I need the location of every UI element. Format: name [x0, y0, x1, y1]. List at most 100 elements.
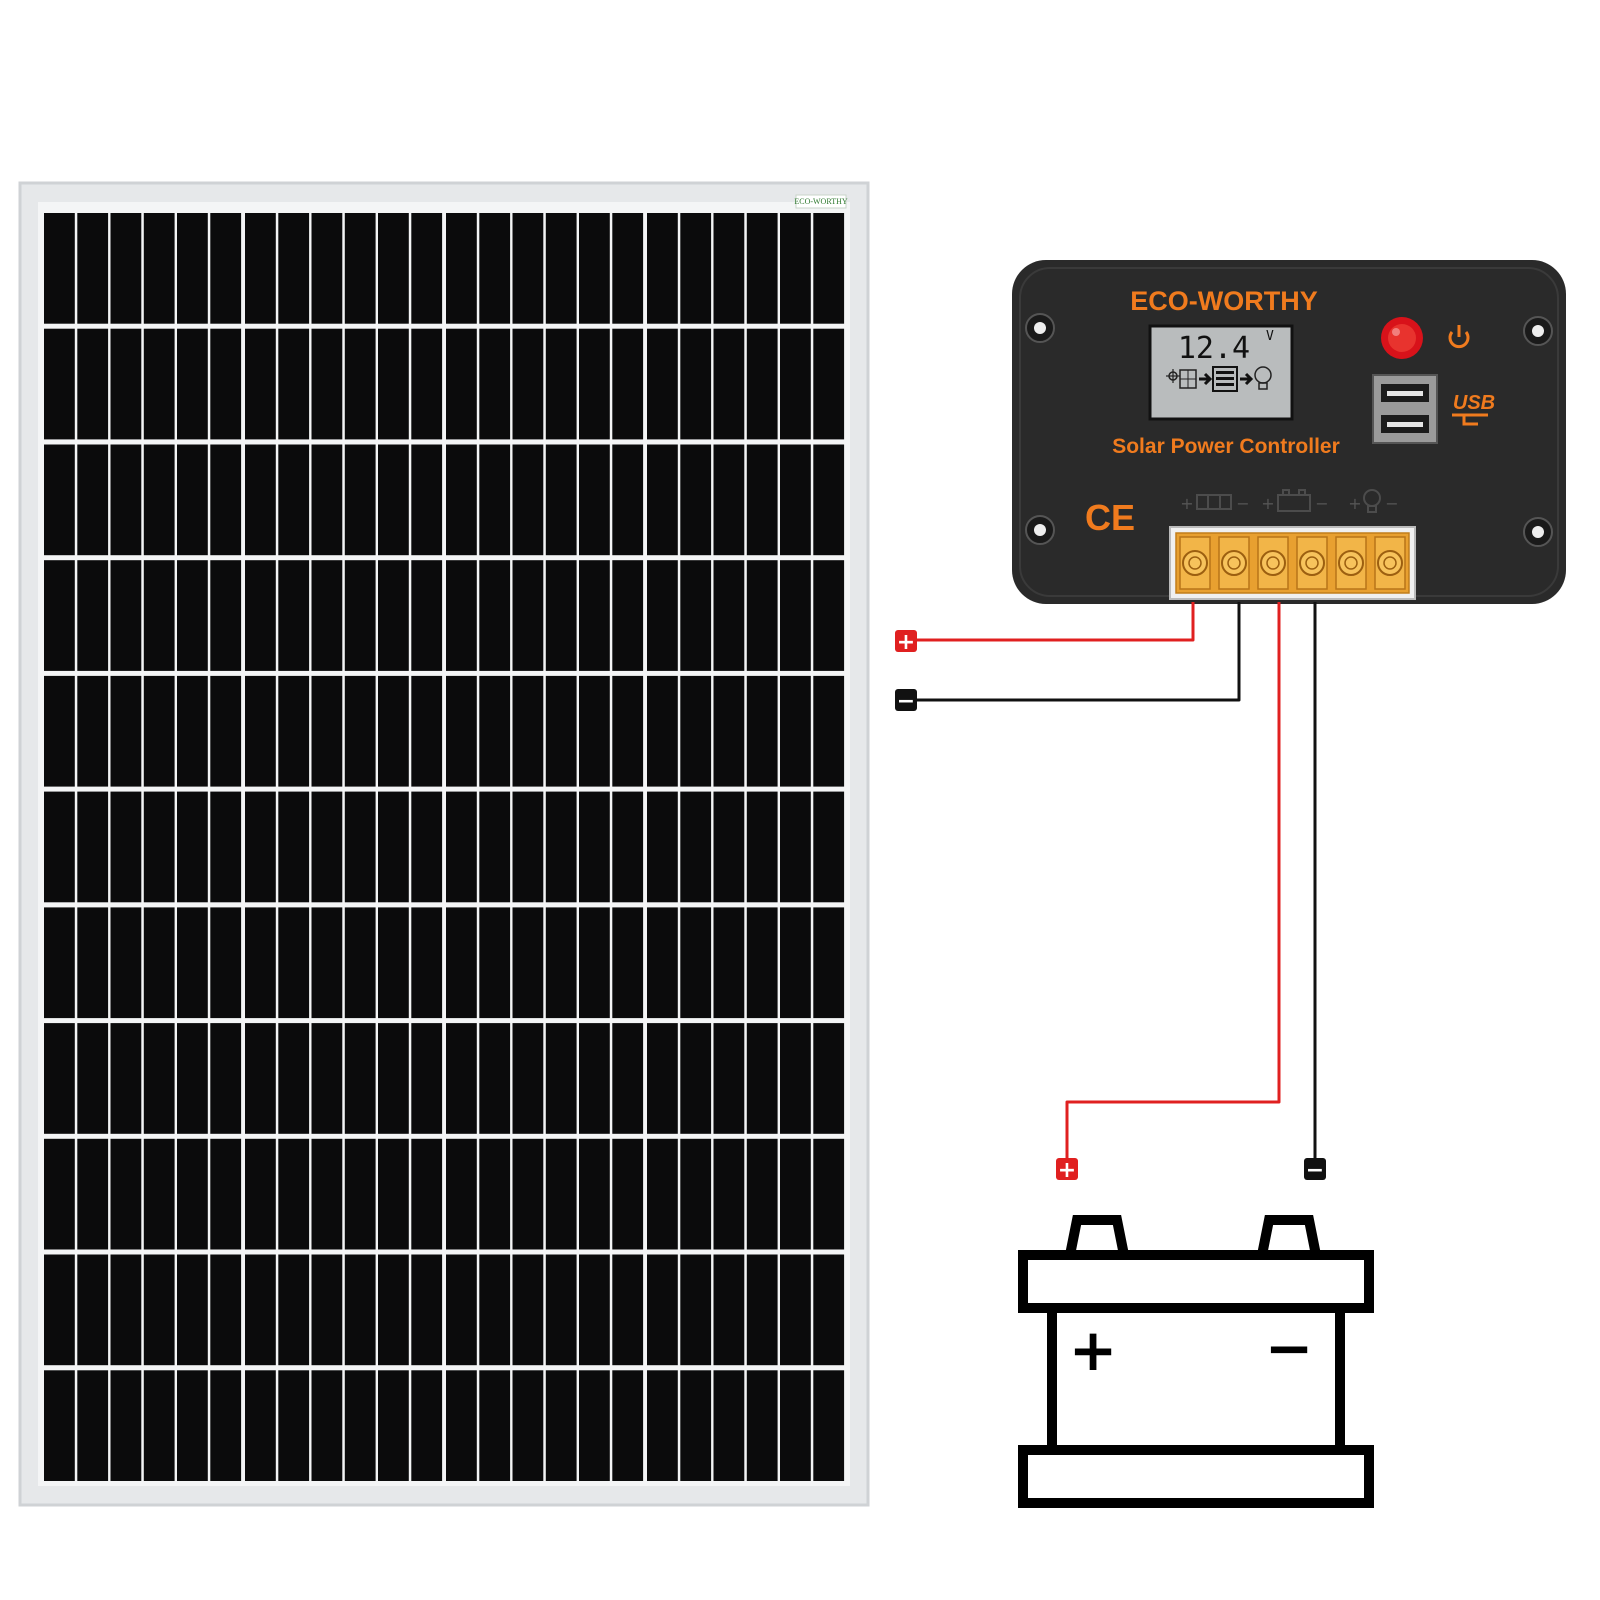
load-negative-wire [906, 602, 1241, 702]
solar-cell [210, 560, 242, 671]
solar-cell [512, 328, 544, 440]
solar-cell [110, 791, 142, 903]
solar-cell [446, 1254, 477, 1366]
terminal-screw[interactable] [1335, 536, 1367, 590]
mounting-hole [1523, 316, 1553, 346]
battery-base [1018, 1445, 1374, 1508]
port-polarity-label: − [1315, 494, 1328, 513]
solar-cell [411, 907, 443, 1019]
solar-cell [44, 1138, 75, 1250]
solar-cell [680, 907, 712, 1019]
solar-cell [746, 1254, 778, 1366]
lcd-panel-icon [1179, 369, 1197, 389]
port-polarity-label: + [1180, 494, 1193, 513]
solar-cell [813, 791, 845, 903]
solar-cell [680, 1254, 712, 1366]
solar-cell [278, 1138, 310, 1250]
solar-cell [77, 328, 109, 440]
solar-cell [780, 1023, 811, 1134]
solar-cell [378, 907, 409, 1019]
solar-cell [446, 444, 477, 556]
solar-cell [143, 675, 175, 787]
solar-cell [44, 328, 75, 440]
solar-cell [647, 1370, 678, 1481]
battery-case [1047, 1303, 1345, 1455]
terminal-screw[interactable] [1374, 536, 1406, 590]
solar-cell [647, 444, 678, 556]
load-negative-terminal: − [895, 689, 917, 714]
solar-cell [713, 328, 745, 440]
solar-cell [446, 675, 477, 787]
solar-cell [245, 675, 276, 787]
solar-cell [378, 560, 409, 671]
solar-cell [579, 1138, 610, 1250]
solar-cell [680, 328, 712, 440]
battery-post-left [1063, 1215, 1131, 1260]
solar-cell [647, 791, 678, 903]
solar-cell [746, 560, 778, 671]
solar-cell [746, 1370, 778, 1481]
terminal-screw[interactable] [1257, 536, 1289, 590]
solar-cell [713, 675, 745, 787]
battery-negative-mark: − [1265, 1314, 1314, 1382]
solar-cell [713, 1023, 745, 1134]
solar-cell [344, 1254, 376, 1366]
solar-cell [446, 328, 477, 440]
panel-cell-row [44, 1254, 845, 1366]
solar-cell [780, 1138, 811, 1250]
solar-cell [344, 213, 376, 324]
solar-cell [612, 907, 644, 1019]
battery-positive-symbol: + [1058, 1158, 1076, 1183]
terminal-screw[interactable] [1179, 536, 1211, 590]
solar-cell [545, 675, 577, 787]
solar-cell [110, 1138, 142, 1250]
load-positive-symbol: + [897, 630, 915, 655]
solar-cell [411, 1138, 443, 1250]
power-button[interactable] [1381, 317, 1423, 359]
solar-cell [780, 675, 811, 787]
solar-cell [545, 907, 577, 1019]
solar-cell [579, 560, 610, 671]
solar-cell [44, 560, 75, 671]
solar-cell [245, 1370, 276, 1481]
solar-cell [780, 560, 811, 671]
terminal-screw[interactable] [1296, 536, 1328, 590]
solar-cell [311, 1254, 343, 1366]
solar-cell [378, 1370, 409, 1481]
solar-cell [245, 213, 276, 324]
solar-cell [177, 444, 208, 556]
solar-cell [612, 1138, 644, 1250]
solar-cell [512, 1254, 544, 1366]
solar-cell [44, 791, 75, 903]
solar-cell [512, 444, 544, 556]
solar-cell [177, 791, 208, 903]
solar-cell [512, 213, 544, 324]
solar-cell [647, 1138, 678, 1250]
solar-cell [813, 328, 845, 440]
solar-cell [245, 560, 276, 671]
battery-positive-terminal: + [1056, 1158, 1078, 1183]
solar-cell [210, 791, 242, 903]
solar-cell [813, 213, 845, 324]
solar-cell [245, 444, 276, 556]
panel-cell-row [44, 213, 845, 324]
solar-cell [311, 328, 343, 440]
solar-cell [479, 1254, 511, 1366]
terminal-screw[interactable] [1218, 536, 1250, 590]
solar-cell [446, 907, 477, 1019]
solar-cell [344, 791, 376, 903]
solar-cell [545, 560, 577, 671]
port-polarity-label: − [1385, 494, 1398, 513]
solar-cell [813, 560, 845, 671]
lcd-sun-icon [1166, 369, 1180, 383]
solar-cell [278, 791, 310, 903]
charge-controller: ECO-WORTHY 12.4 V [1012, 260, 1566, 604]
solar-cell [545, 1370, 577, 1481]
battery-port-icon [1277, 489, 1311, 512]
terminal-block [1169, 526, 1416, 600]
solar-cell [545, 1138, 577, 1250]
solar-cell [143, 213, 175, 324]
solar-cell [77, 1370, 109, 1481]
usb-ports[interactable] [1372, 374, 1438, 444]
solar-cell [746, 328, 778, 440]
